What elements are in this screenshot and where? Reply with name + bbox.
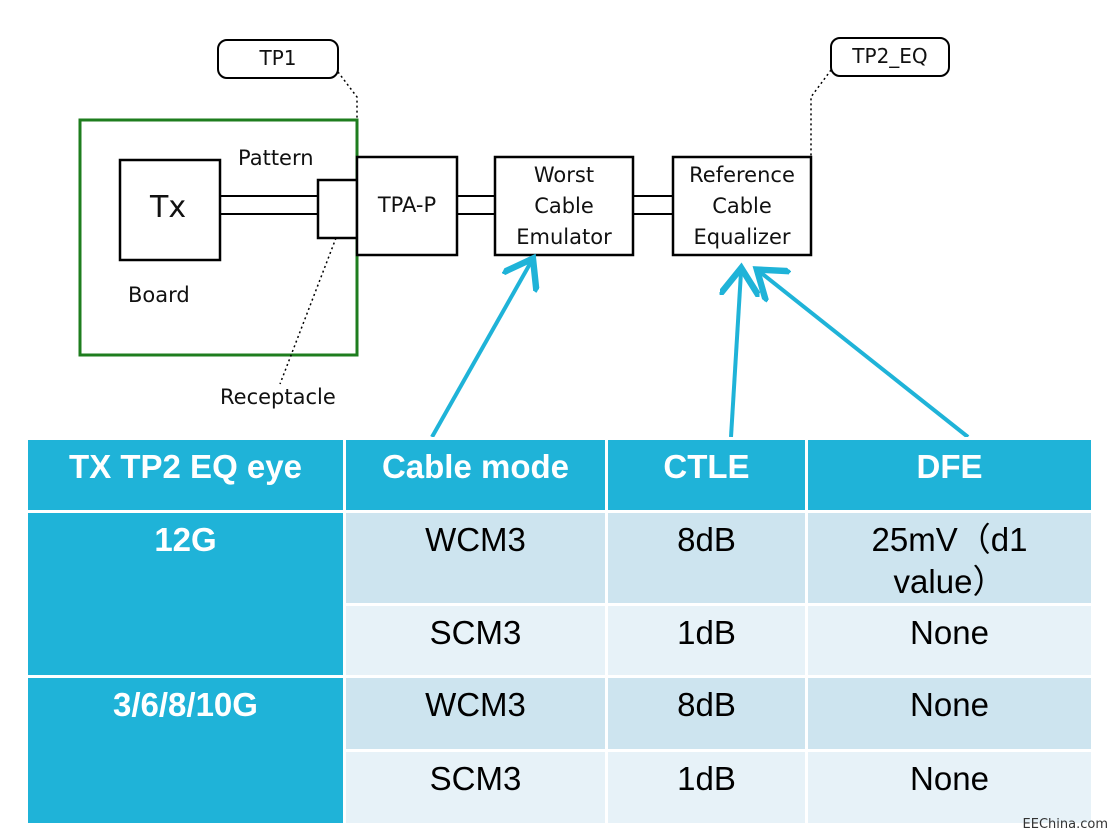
arrow-ctle (731, 272, 741, 438)
dfe-cell: None (805, 749, 1094, 826)
cable-mode-cell: SCM3 (343, 603, 608, 678)
ctle-cell: 1dB (605, 603, 808, 678)
receptacle-leader (279, 237, 337, 385)
dfe-cell: 25mV（d1 value） (805, 510, 1094, 606)
receptacle-label: Receptacle (220, 385, 336, 409)
group-label-3-6-8-10g: 3/6/8/10G (25, 675, 346, 826)
worst-cable-label: Worst Cable Emulator (516, 163, 612, 249)
ctle-cell: 1dB (605, 749, 808, 826)
table-row: 12G WCM3 8dB 25mV（d1 value） (25, 510, 1094, 678)
ref-cable-box (671, 155, 813, 257)
tp1-callout-box (217, 39, 339, 79)
table-row: 3/6/8/10G WCM3 8dB None (25, 675, 1094, 826)
tp2-label: TP2_EQ (852, 44, 928, 68)
tpa-box (355, 155, 459, 257)
group-label-12g: 12G (25, 510, 346, 678)
worst-cable-box (493, 155, 635, 257)
arrow-cable-mode (430, 262, 531, 438)
table-row: SCM3 1dB None (27, 749, 1094, 826)
tx-label: Tx (150, 190, 187, 225)
dfe-cell: None (805, 603, 1094, 678)
eq-settings-table: TX TP2 EQ eye Cable mode CTLE DFE 12G WC… (25, 437, 1094, 826)
tpa-label: TPA-P (377, 193, 437, 217)
tp2-leader (810, 69, 832, 157)
cable-mode-cell: SCM3 (343, 749, 608, 826)
watermark: EEChina.com (1022, 817, 1108, 832)
cable-mode-cell: WCM3 (343, 675, 608, 752)
table-header-row: TX TP2 EQ eye Cable mode CTLE DFE (25, 437, 1094, 513)
header-ctle: CTLE (605, 437, 808, 513)
ctle-cell: 8dB (605, 675, 808, 752)
cable-mode-cell: WCM3 (343, 510, 608, 606)
board-outline (78, 118, 359, 357)
ref-cable-label: Reference Cable Equalizer (689, 163, 795, 249)
receptacle-box (316, 178, 359, 240)
header-dfe: DFE (805, 437, 1094, 513)
board-label: Board (128, 283, 190, 307)
dfe-cell: None (805, 675, 1094, 752)
tp1-label: TP1 (259, 46, 297, 70)
table-row: SCM3 1dB None (27, 603, 1094, 678)
diagram-canvas (78, 37, 970, 439)
pattern-label: Pattern (238, 146, 314, 170)
arrow-dfe (760, 272, 970, 439)
header-tx-eye: TX TP2 EQ eye (25, 437, 346, 513)
tp2-callout-box (830, 37, 950, 77)
tx-box (118, 158, 222, 262)
header-cable-mode: Cable mode (343, 437, 608, 513)
ctle-cell: 8dB (605, 510, 808, 606)
test-setup-diagram: TP1 TP2_EQ Tx Pattern Board Receptacle T… (78, 37, 970, 439)
tp1-leader (337, 71, 358, 120)
